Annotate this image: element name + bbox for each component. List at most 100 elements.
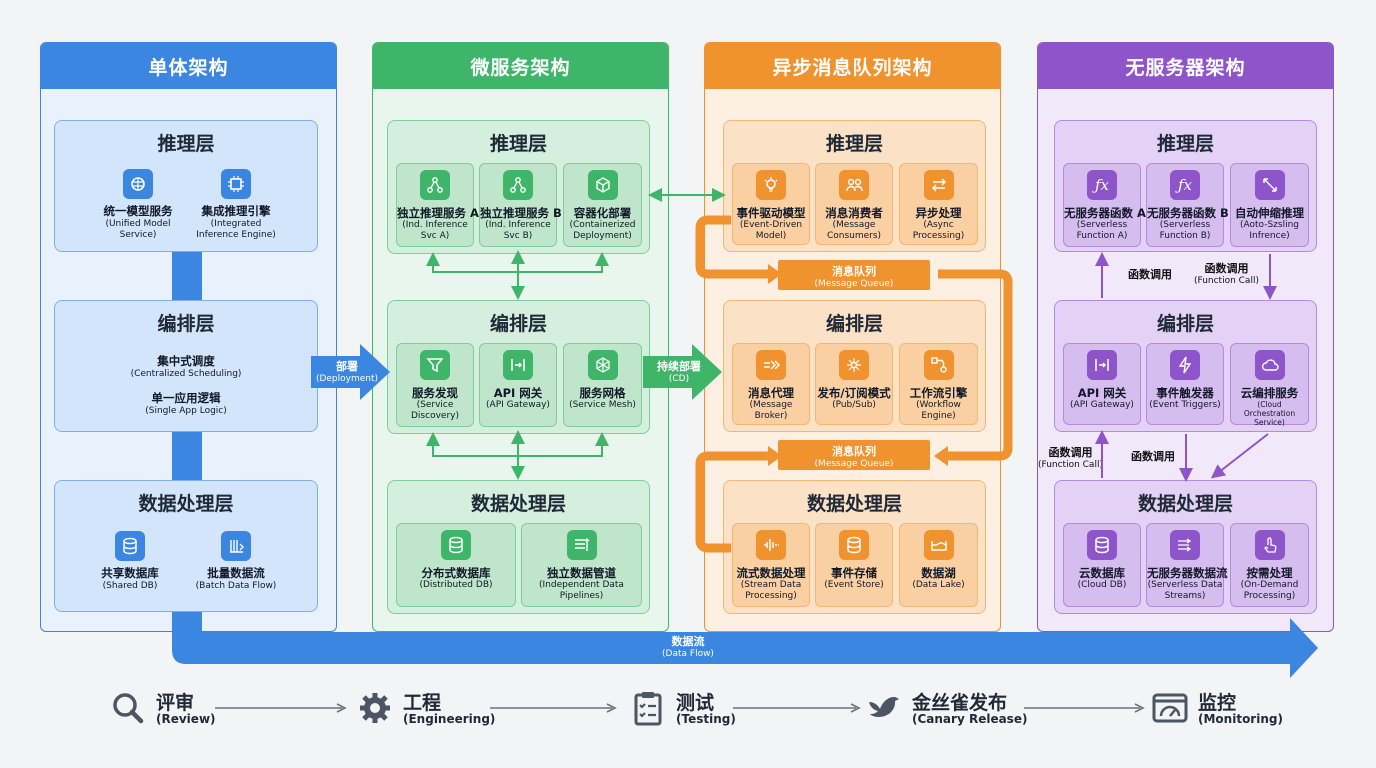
async-inference-layer: 推理层 事件驱动模型 (Event-Driven Model) 消息消费者 (M… (723, 120, 986, 252)
monolith-inference-layer: 推理层 统一模型服务 (Unified Model Service) 集成推理引… (54, 120, 318, 252)
serverless-function-a[interactable]: ƒx 无服务器函数 A (Serverless Function A) (1063, 163, 1146, 247)
monolith-title: 单体架构 (41, 43, 336, 89)
inference-svc-a[interactable]: 独立推理服务 A (Ind. Inference Svc A) (396, 163, 479, 247)
database-icon (115, 531, 145, 561)
clipboard-icon (634, 692, 662, 726)
message-queue-1: 消息队列 (Message Queue) (778, 260, 930, 290)
centralized-scheduling: 集中式调度 (Centralized Scheduling) (130, 354, 242, 379)
lightbulb-icon (756, 170, 786, 200)
swap-icon (923, 170, 954, 200)
pub-sub[interactable]: 发布/订阅模式 (Pub/Sub) (815, 343, 893, 425)
serverless-orchestration-layer: 编排层 API 网关 (API Gateway) 事件触发器 (Event Tr… (1054, 300, 1317, 432)
serverless-api-gateway[interactable]: API 网关 (API Gateway) (1063, 343, 1141, 425)
layer-title: 编排层 (825, 313, 883, 335)
forward-icon (756, 350, 786, 380)
async-data-layer: 数据处理层 流式数据处理 (Stream Data Processing) 事件… (723, 480, 986, 614)
distributed-db[interactable]: 分布式数据库 (Distributed DB) (396, 523, 516, 607)
workflow-icon (923, 350, 954, 380)
layer-title: 编排层 (489, 313, 547, 335)
bird-icon (869, 697, 899, 717)
batch-data-flow[interactable]: 批量数据流 (Batch Data Flow) (151, 531, 321, 592)
on-demand-processing[interactable]: 按需处理 (On-Demand Processing) (1230, 523, 1309, 607)
network-icon (503, 170, 533, 200)
async-processing[interactable]: 异步处理 (Async Processing) (899, 163, 978, 245)
micro-inference-layer: 推理层 独立推理服务 A (Ind. Inference Svc A) 独立推理… (387, 120, 650, 254)
async-orchestration-layer: 编排层 消息代理 (Message Broker) 发布/订阅模式 (Pub/S… (723, 300, 986, 432)
inference-svc-b[interactable]: 独立推理服务 B (Ind. Inference Svc B) (479, 163, 562, 247)
event-driven-model[interactable]: 事件驱动模型 (Event-Driven Model) (732, 163, 810, 245)
monolith-connector-2 (172, 432, 202, 482)
message-broker[interactable]: 消息代理 (Message Broker) (732, 343, 810, 425)
monolith-connector-3 (172, 612, 202, 642)
service-discovery[interactable]: 服务发现 (Service Discovery) (396, 343, 474, 427)
message-queue-2: 消息队列 (Message Queue) (778, 440, 930, 470)
cloud-db[interactable]: 云数据库 (Cloud DB) (1063, 523, 1141, 607)
function-call-label-2: 函数调用 (Function Call) (1194, 262, 1259, 286)
database-icon (441, 530, 471, 560)
independent-data-pipelines[interactable]: 独立数据管道 (Independent Data Pipelines) (521, 523, 642, 607)
hub-icon (839, 350, 869, 380)
network-icon (420, 170, 450, 200)
function-icon: ƒx (1087, 170, 1117, 200)
layer-title: 数据处理层 (138, 493, 234, 515)
gateway-icon (503, 350, 533, 380)
data-lake[interactable]: 数据湖 (Data Lake) (899, 523, 978, 607)
gear-icon (360, 693, 390, 723)
monolith-data-layer: 数据处理层 共享数据库 (Shared DB) 批量数据流 (Batch Dat… (54, 480, 318, 612)
cloud-orchestration-service[interactable]: 云编排服务 (Cloud Orchestration Service) (1230, 343, 1309, 427)
cloud-icon (1254, 350, 1285, 380)
layer-title: 推理层 (489, 133, 547, 155)
serverless-data-streams[interactable]: 无服务器数据流 (Serverless Data Streams) (1146, 523, 1228, 607)
micro-api-gateway[interactable]: API 网关 (API Gateway) (479, 343, 557, 427)
serverless-data-layer: 数据处理层 云数据库 (Cloud DB) 无服务器数据流 (Serverles… (1054, 480, 1317, 614)
layer-title: 推理层 (157, 133, 215, 155)
monolith-orchestration-layer: 编排层 集中式调度 (Centralized Scheduling) 单一应用逻… (54, 300, 318, 432)
cd-label: 持续部署 (CD) (657, 360, 701, 384)
streams-icon (1170, 530, 1200, 560)
function-icon: ƒx (1170, 170, 1200, 200)
event-triggers[interactable]: 事件触发器 (Event Triggers) (1146, 343, 1224, 425)
layer-title: 编排层 (157, 313, 215, 335)
layer-title: 推理层 (1156, 133, 1214, 155)
dashboard-icon (1152, 693, 1188, 723)
serverless-title: 无服务器架构 (1038, 43, 1333, 89)
waveform-icon (756, 530, 786, 560)
chip-icon (221, 169, 251, 199)
message-consumers[interactable]: 消息消费者 (Message Consumers) (815, 163, 893, 245)
workflow-engine[interactable]: 工作流引擎 (Workflow Engine) (899, 343, 978, 425)
micro-data-layer: 数据处理层 分布式数据库 (Distributed DB) 独立数据管道 (In… (387, 480, 650, 614)
containerized-deployment[interactable]: 容器化部署 (Containerized Deployment) (563, 163, 642, 247)
mesh-icon (587, 350, 618, 380)
database-icon (1087, 530, 1117, 560)
shared-db[interactable]: 共享数据库 (Shared DB) (45, 531, 215, 592)
integrated-inference-engine[interactable]: 集成推理引擎 (Integrated Inference Engine) (151, 169, 321, 241)
layer-title: 数据处理层 (806, 493, 902, 515)
function-call-label-1: 函数调用 (1128, 268, 1172, 281)
auto-scaling-inference[interactable]: 自动伸缩推理 (Aoto-Szsling Infrence) (1230, 163, 1309, 247)
monolith-connector-1 (172, 252, 202, 302)
serverless-function-b[interactable]: ƒx 无服务器函数 B (Serverless Function B) (1146, 163, 1229, 247)
event-store[interactable]: 事件存储 (Event Store) (815, 523, 893, 607)
layer-title: 数据处理层 (1137, 493, 1233, 515)
cube-icon (587, 170, 618, 200)
brain-icon (123, 169, 153, 199)
deployment-label: 部署 (Deployment) (315, 360, 379, 384)
gateway-icon (1087, 350, 1117, 380)
database-icon (839, 530, 869, 560)
users-icon (839, 170, 869, 200)
layer-title: 数据处理层 (470, 493, 566, 515)
micro-orchestration-layer: 编排层 服务发现 (Service Discovery) API 网关 (API… (387, 300, 650, 434)
function-call-label-3: 函数调用 (Function Call) (1038, 446, 1103, 470)
bars-icon (221, 531, 251, 561)
pipeline-icon (566, 530, 597, 560)
funnel-icon (420, 350, 450, 380)
service-mesh[interactable]: 服务网格 (Service Mesh) (563, 343, 642, 427)
layer-title: 编排层 (1156, 313, 1214, 335)
microservices-title: 微服务架构 (373, 43, 668, 89)
unified-model-service[interactable]: 统一模型服务 (Unified Model Service) (53, 169, 223, 241)
function-call-label-4: 函数调用 (1131, 450, 1175, 463)
stream-data-processing[interactable]: 流式数据处理 (Stream Data Processing) (732, 523, 810, 607)
serverless-inference-layer: 推理层 ƒx 无服务器函数 A (Serverless Function A) … (1054, 120, 1317, 252)
magnifier-icon (113, 693, 144, 724)
lake-icon (923, 530, 954, 560)
